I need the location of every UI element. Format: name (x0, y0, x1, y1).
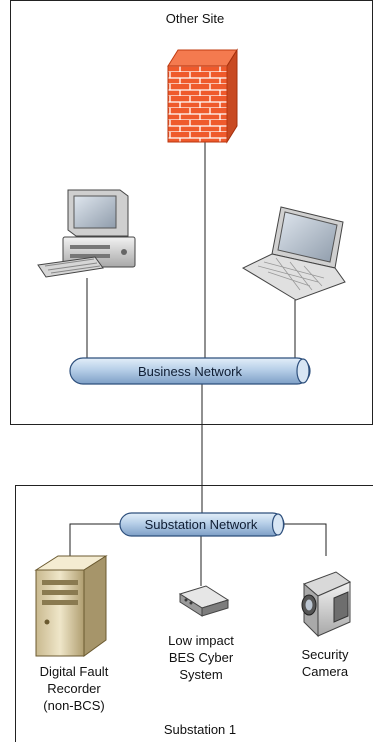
network-appliance-icon (178, 585, 230, 617)
substation-network-label: Substation Network (145, 517, 258, 532)
business-network-pipe: Business Network (69, 357, 311, 385)
firewall-icon (167, 48, 238, 144)
dfr-label: Digital Fault Recorder (non-BCS) (39, 664, 109, 713)
low-impact-label: Low impact BES Cyber System (168, 633, 234, 682)
other-site-boundary (10, 0, 373, 425)
server-tower-icon (34, 555, 108, 657)
business-network-label: Business Network (138, 364, 243, 379)
substation-network-pipe: Substation Network (119, 512, 285, 537)
security-camera-label: Security Camera (301, 647, 349, 679)
laptop-icon (241, 206, 346, 301)
video-camera-icon (301, 571, 352, 638)
substation-boundary (15, 485, 373, 742)
connection-lines (69, 130, 327, 586)
other-site-title: Other Site (165, 11, 225, 26)
substation-title: Substation 1 (163, 722, 237, 737)
desktop-computer-icon (37, 189, 136, 278)
